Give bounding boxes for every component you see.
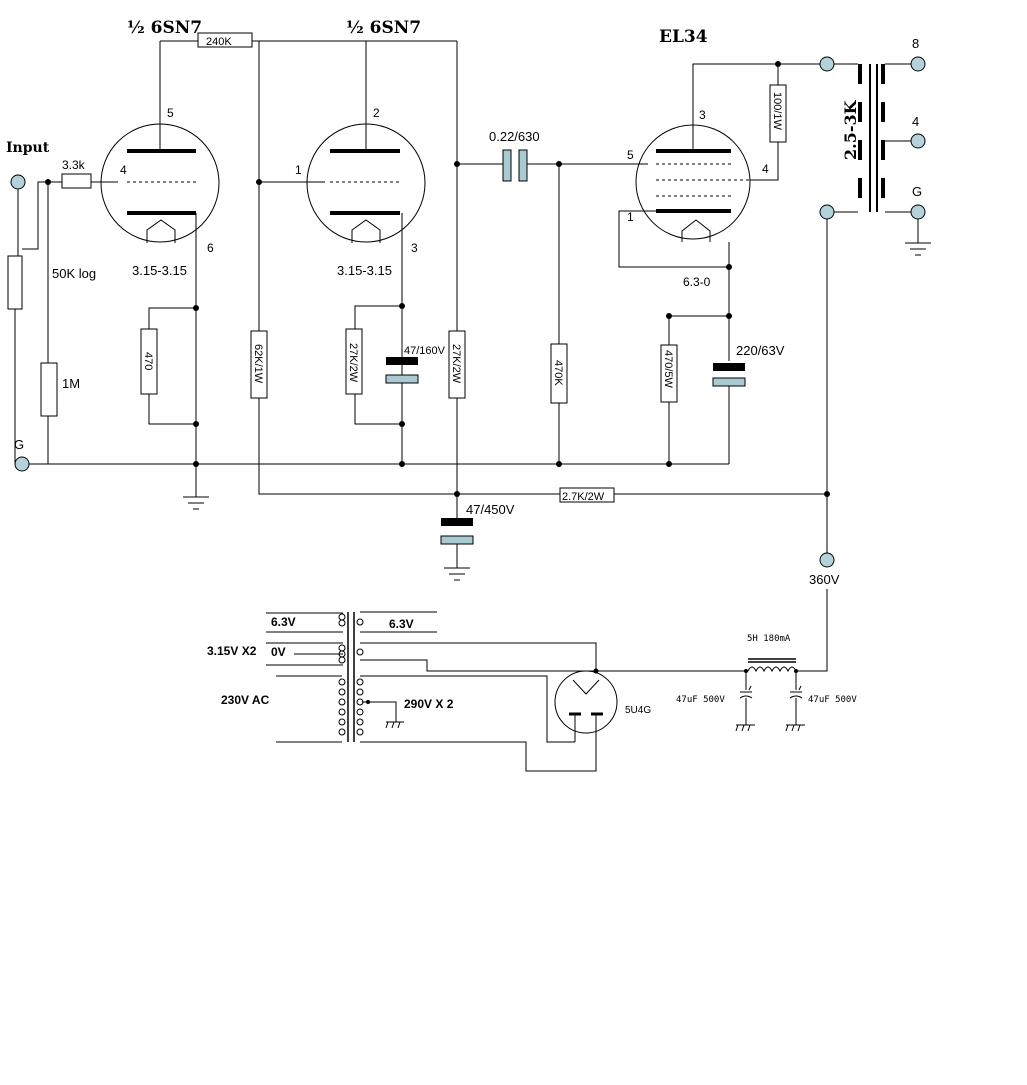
- rectifier-envelope: [554, 670, 618, 734]
- tube-v2: ½ 6SN7 2 1 3 3.15-3.15 27K/2W 47/160V: [295, 18, 446, 467]
- power-supply: 6.3V 6.3V 3.15V X2 0V 230V AC 290V X 2: [207, 611, 857, 772]
- input-ground-terminal: [14, 456, 30, 472]
- v2-heater: 3.15-3.15: [337, 263, 392, 278]
- coupling-cap-plate-b: [518, 149, 528, 182]
- tap-g-label: G: [912, 184, 922, 199]
- c-filter-label: 47/450V: [466, 502, 515, 517]
- ot-label: 2.5-3K: [841, 99, 860, 160]
- sec-c-ct-label: 0V: [271, 645, 286, 659]
- b-plus-terminal: [819, 552, 835, 568]
- choke-inductor: [747, 666, 797, 673]
- output-transformer: 2.5-3K 8 4 G: [819, 36, 931, 256]
- c-coupling-label: 0.22/630: [489, 129, 540, 144]
- r-series-label: 3.3k: [62, 158, 86, 172]
- cap1-label: 47uF 500V: [676, 695, 725, 705]
- primary-label: 230V AC: [221, 693, 270, 707]
- r-k3-label: 470/5W: [662, 350, 674, 389]
- v1-pin-cathode: 6: [207, 241, 214, 255]
- input-terminal: [10, 174, 26, 190]
- input-label: Input: [6, 140, 50, 156]
- sec-c-label: 3.15V X2: [207, 644, 257, 658]
- tube-el34: EL34 3 5 4 1 6.3-0 100/1W 470/5W 220/63V: [618, 27, 820, 467]
- v2-title: ½ 6SN7: [346, 18, 421, 38]
- sec-b-label: 6.3V: [389, 617, 414, 631]
- r-p2-label: 27K/2W: [450, 344, 462, 384]
- el34-pin-cathode: 1: [627, 210, 634, 224]
- hv-label: 290V X 2: [404, 697, 454, 711]
- filter-cap-plate: [441, 518, 473, 526]
- tap-8-label: 8: [912, 36, 919, 51]
- input-section: Input G 50K log 3.3k 1M: [6, 140, 118, 472]
- r-screen-label: 100/1W: [771, 92, 783, 131]
- el34-pin-plate: 3: [699, 108, 706, 122]
- cap-k2-plate: [386, 357, 418, 365]
- rectifier-label: 5U4G: [625, 705, 651, 716]
- input-ground-label: G: [14, 437, 24, 452]
- el34-heater: 6.3-0: [683, 275, 711, 289]
- r-drop-label: 2.7K/2W: [562, 491, 605, 503]
- resistor-240k: [197, 32, 253, 48]
- r-fb-label: 240K: [206, 36, 232, 48]
- tap-4-label: 4: [912, 114, 919, 129]
- v1-title: ½ 6SN7: [127, 18, 202, 38]
- v1-pin-plate: 5: [167, 106, 174, 120]
- ot-tap-4: [910, 133, 926, 149]
- el34-pin-screen: 4: [762, 162, 769, 176]
- choke-label: 5H 180mA: [747, 634, 791, 644]
- r-k2-label: 27K/2W: [347, 343, 359, 383]
- cap-k3-plate2: [712, 377, 746, 387]
- cap-k2-plate2: [385, 374, 419, 384]
- resistor-27k-k: [345, 328, 363, 395]
- cap-k3-plate: [713, 363, 745, 371]
- v1-pin-grid: 4: [120, 163, 127, 177]
- r-g3-label: 470K: [552, 360, 564, 386]
- el34-title: EL34: [659, 27, 708, 47]
- ot-primary-bottom: [819, 204, 835, 220]
- cap2-label: 47uF 500V: [808, 695, 857, 705]
- coupling-cap-plate-a: [502, 149, 512, 182]
- v2-pin-plate: 2: [373, 106, 380, 120]
- ot-tap-8: [910, 56, 926, 72]
- resistor-2k7: [559, 487, 615, 503]
- v2-pin-grid: 1: [295, 163, 302, 177]
- ot-primary-top: [819, 56, 835, 72]
- resistor-3k3: [61, 173, 92, 189]
- sec-a-label: 6.3V: [271, 615, 296, 629]
- v2-pin-cathode: 3: [411, 241, 418, 255]
- c-k2-label: 47/160V: [404, 345, 446, 357]
- tube-v1: ½ 6SN7 5 4 6 3.15-3.15 470: [100, 18, 220, 510]
- v1-heater: 3.15-3.15: [132, 263, 187, 278]
- resistor-1m: [40, 362, 58, 417]
- r-1m-label: 1M: [62, 376, 80, 391]
- c-k3-label: 220/63V: [736, 343, 785, 358]
- ot-tap-g: [910, 204, 926, 220]
- r-k1-label: 470: [142, 352, 154, 370]
- volume-pot: [7, 255, 23, 310]
- pot-label: 50K log: [52, 266, 96, 281]
- el34-pin-grid: 5: [627, 148, 634, 162]
- b-plus-label: 360V: [809, 572, 840, 587]
- r-p1-label: 62K/1W: [252, 344, 264, 384]
- filter-cap-plate2: [440, 535, 474, 545]
